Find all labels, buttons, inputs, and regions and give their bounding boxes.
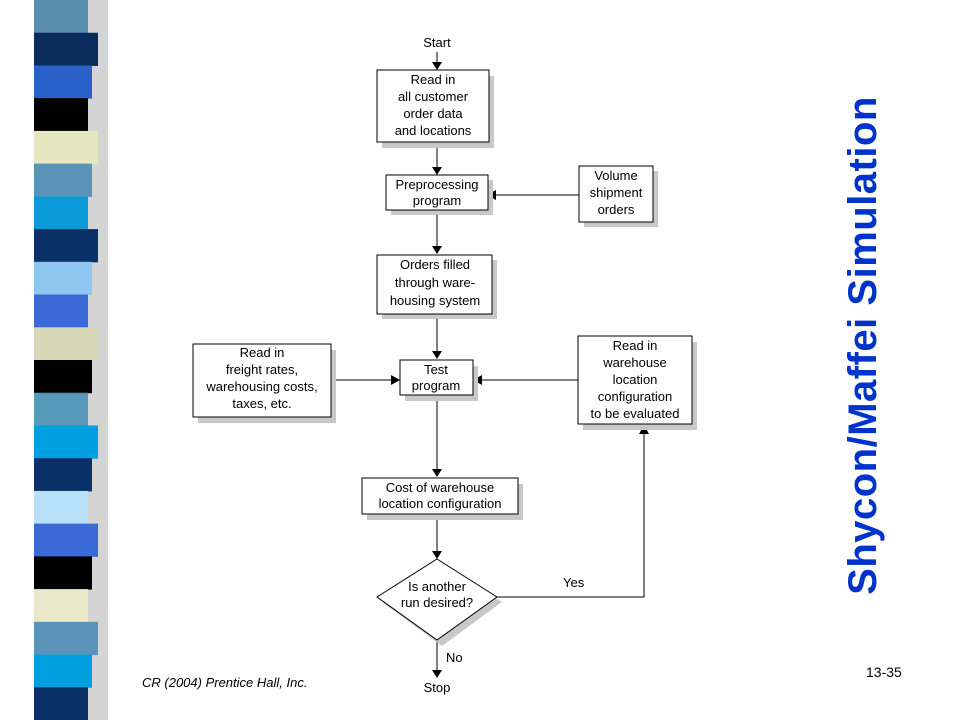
stripe-tile [34, 261, 92, 296]
box-line: location configuration [379, 496, 502, 511]
box-line: warehousing costs, [205, 379, 317, 394]
arrowhead [432, 670, 442, 678]
page-number: 13-35 [866, 664, 902, 680]
cost-configuration-box: Cost of warehouse location configuration [361, 477, 523, 520]
box-line: to be evaluated [591, 406, 680, 421]
arrowhead [432, 351, 442, 359]
stripe-tile [34, 0, 88, 34]
freight-rates-box: Read in freight rates, warehousing costs… [192, 343, 336, 423]
arrowhead [432, 62, 442, 70]
arrowhead [432, 246, 442, 254]
box-line: orders [598, 202, 635, 217]
yes-label: Yes [563, 575, 585, 590]
box-line: taxes, etc. [232, 396, 291, 411]
stripe-tile [34, 458, 92, 492]
stripe-tile [34, 687, 88, 720]
slide-title-text: Shycon/Maffei Simulation [840, 95, 885, 595]
orders-filled-box: Orders filled through ware- housing syst… [376, 254, 497, 319]
stripe-tile [34, 425, 98, 459]
stripe-tile [34, 32, 98, 66]
decision-line: Is another [408, 579, 466, 594]
decision-diamond: Is another run desired? [376, 558, 502, 646]
no-label: No [446, 650, 463, 665]
box-line: Volume [594, 168, 637, 183]
stripe-tile [34, 130, 98, 165]
box-line: all customer [398, 89, 469, 104]
start-label: Start [423, 35, 451, 50]
stripe-tile [34, 654, 92, 688]
warehouse-configuration-box: Read in warehouse location configuration… [577, 335, 697, 430]
stripe-tile [34, 163, 92, 197]
stripe-tile [34, 523, 98, 557]
stripe-tile [34, 196, 88, 230]
box-line: and locations [395, 123, 472, 138]
test-program-box: Test program [399, 359, 478, 401]
stripe-tile [34, 98, 88, 132]
box-line: Cost of warehouse [386, 480, 494, 495]
stripe-tile [34, 589, 88, 623]
box-line: Preprocessing [395, 177, 478, 192]
box-line: order data [403, 106, 463, 121]
box-line: program [412, 378, 460, 393]
box-line: Read in [240, 345, 285, 360]
stripe-tile [34, 65, 92, 99]
decorative-color-stripe [34, 0, 108, 720]
box-line: Orders filled [400, 257, 470, 272]
stripe-tile [34, 490, 88, 525]
arrowhead [391, 375, 400, 385]
stripe-tile [34, 229, 98, 263]
box-line: Read in [613, 338, 658, 353]
connectors [332, 52, 649, 678]
box-line: freight rates, [226, 362, 298, 377]
box-line: configuration [598, 389, 672, 404]
stripe-tile [34, 621, 98, 656]
preprocessing-program-box: Preprocessing program [385, 174, 493, 215]
arrowhead [432, 167, 442, 175]
arrowhead [432, 469, 442, 477]
stripe-tile [34, 360, 92, 394]
decision-line: run desired? [401, 595, 473, 610]
stripe-tile [34, 392, 88, 426]
box-line: location [613, 372, 658, 387]
stop-label: Stop [424, 680, 451, 695]
volume-shipment-orders-box: Volume shipment orders [578, 165, 658, 227]
box-line: through ware- [395, 275, 475, 290]
arrowhead [432, 551, 442, 559]
slide-title: Shycon/Maffei Simulation [838, 40, 888, 650]
box-line: Read in [411, 72, 456, 87]
box-line: shipment [590, 185, 643, 200]
read-customer-data-box: Read in all customer order data and loca… [376, 69, 494, 148]
box-line: program [413, 193, 461, 208]
copyright-notice: CR (2004) Prentice Hall, Inc. [142, 675, 308, 690]
connector-decision-yes-loop [497, 434, 645, 598]
stripe-tile [34, 556, 92, 590]
box-line: warehouse [602, 355, 667, 370]
box-line: Test [424, 362, 448, 377]
stripe-tile [34, 294, 88, 328]
stripe-tile [34, 327, 98, 361]
box-line: housing system [390, 293, 480, 308]
